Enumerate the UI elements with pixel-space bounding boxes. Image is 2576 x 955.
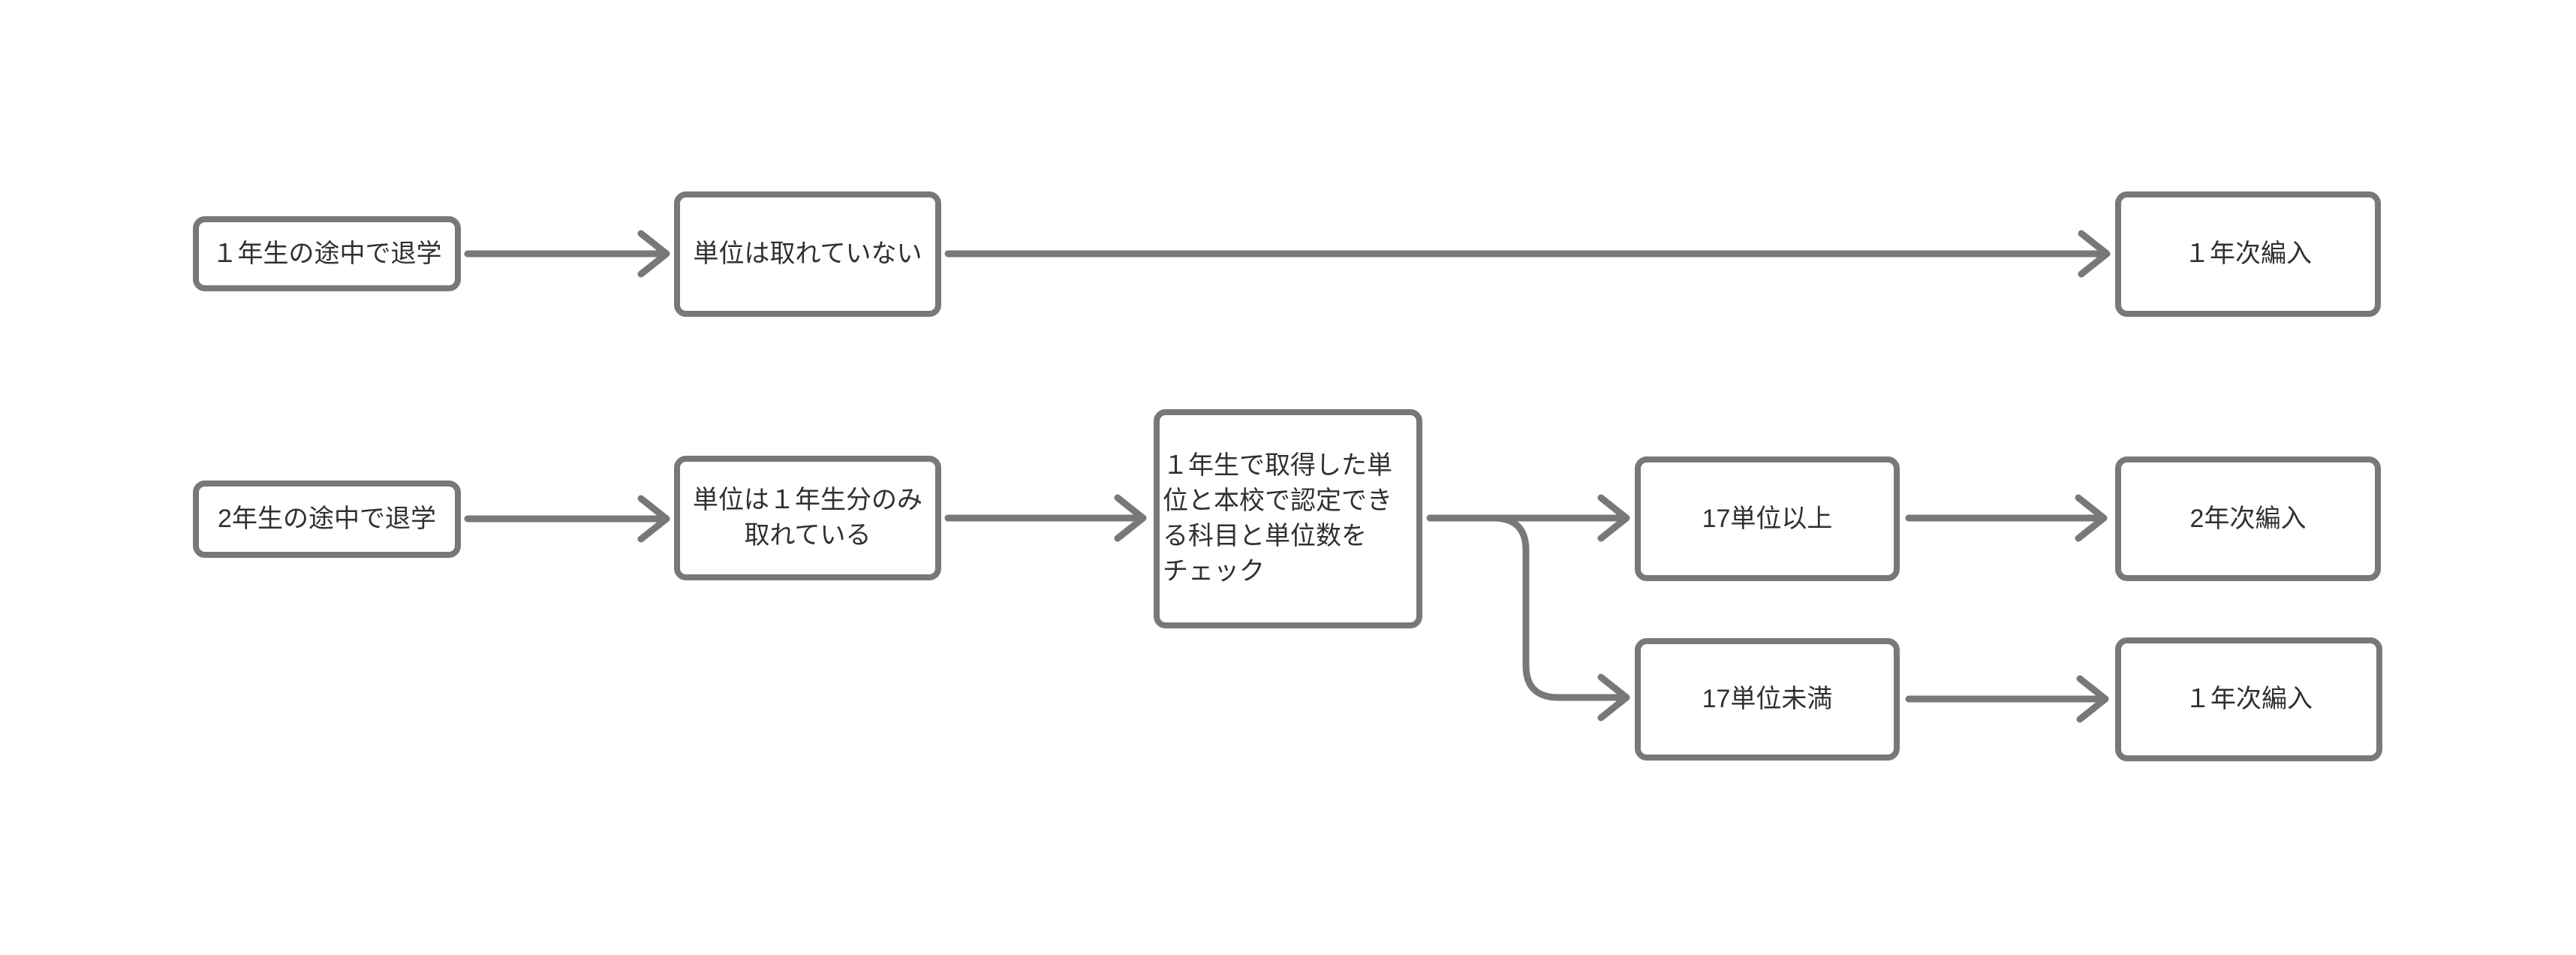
node-branch-ge17-result: 2年次編入: [2115, 456, 2381, 581]
arrowhead-lt17-result: [2076, 675, 2109, 723]
arrowhead-row1-result: [2078, 230, 2111, 278]
node-row1-credits: 単位は取れていない: [674, 191, 941, 317]
node-branch-ge17: 17単位以上: [1635, 456, 1900, 581]
arrowhead-row1-credits: [637, 230, 670, 278]
node-branch-lt17: 17単位未満: [1635, 638, 1900, 761]
arrowhead-row2-check: [1114, 494, 1147, 542]
node-row1-result: １年次編入: [2115, 191, 2381, 317]
edge-check-to-lt17: [1490, 514, 1621, 701]
arrowhead-row2-credits: [637, 495, 670, 543]
node-row2-start: 2年生の途中で退学: [193, 481, 461, 558]
arrowhead-lt17: [1597, 673, 1630, 722]
arrowhead-ge17-result: [2075, 494, 2108, 542]
arrowhead-ge17: [1597, 494, 1630, 542]
node-row2-credits: 単位は１年生分のみ 取れている: [674, 456, 941, 580]
node-branch-lt17-result: １年次編入: [2115, 637, 2382, 761]
node-row1-start: １年生の途中で退学: [193, 216, 461, 291]
node-row2-check: １年生で取得した単 位と本校で認定でき る科目と単位数を チェック: [1154, 409, 1422, 628]
